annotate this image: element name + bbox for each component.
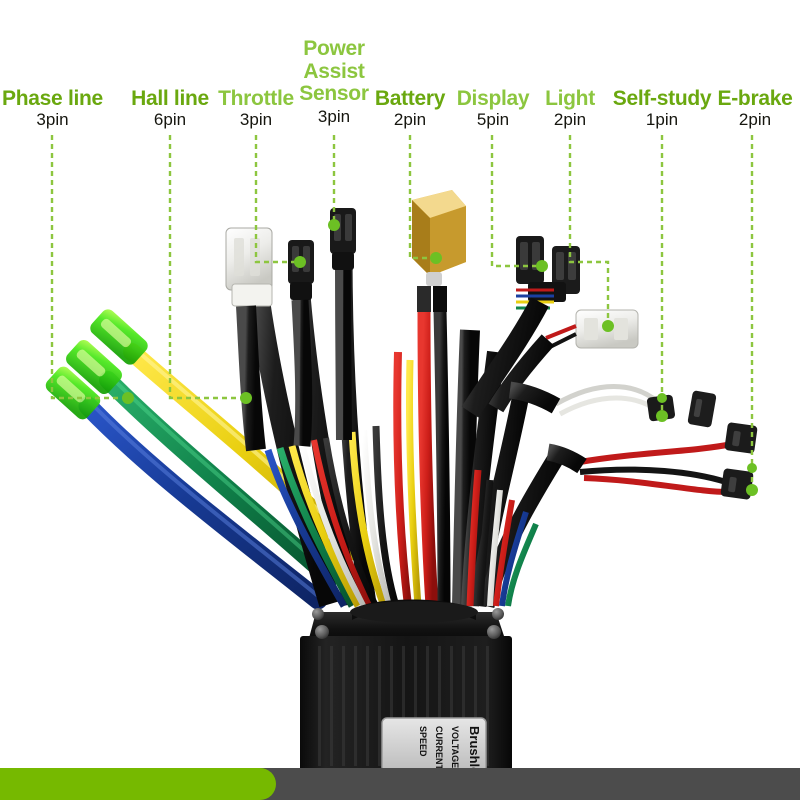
callout-light-pin: 2pin bbox=[553, 110, 587, 129]
leader-throttle bbox=[254, 135, 300, 264]
callout-throttle: Throttle 3pin bbox=[212, 88, 300, 128]
callout-phase-line-name: Phase line bbox=[2, 87, 103, 110]
callout-hall-line-name: Hall line bbox=[131, 87, 209, 110]
callout-battery-name: Battery bbox=[374, 87, 446, 110]
throttle-connector bbox=[288, 240, 314, 447]
callout-power-assist-sensor-pin: 3pin bbox=[317, 107, 351, 127]
callout-phase-line-pin: 3pin bbox=[36, 110, 69, 129]
callout-battery: Battery 2pin bbox=[368, 88, 452, 128]
leader-battery bbox=[408, 135, 436, 260]
callout-light-name: Light bbox=[545, 87, 595, 110]
callout-e-brake-name: E-brake bbox=[717, 87, 793, 110]
leader-phase-line bbox=[50, 135, 128, 400]
phase-spade-yellow bbox=[90, 309, 148, 365]
callout-light: Light 2pin bbox=[538, 88, 602, 128]
callout-power-assist-sensor: Power Assist Sensor 3pin bbox=[296, 37, 372, 127]
hall-connector bbox=[225, 227, 273, 452]
e-brake-connector bbox=[546, 422, 758, 500]
self-study-connector bbox=[508, 381, 717, 428]
leader-endpoint-dots bbox=[122, 219, 758, 496]
callout-phase-line: Phase line 3pin bbox=[0, 88, 105, 128]
callout-power-assist-sensor-name: Power Assist Sensor bbox=[299, 37, 369, 106]
controller-body: Brushless VOLTAGE CURRENT SPEED bbox=[300, 599, 512, 789]
callout-display-name: Display bbox=[456, 87, 530, 110]
callout-throttle-pin: 3pin bbox=[239, 110, 273, 129]
bottom-bar bbox=[0, 768, 800, 800]
callout-hall-line-pin: 6pin bbox=[153, 110, 187, 129]
callout-hall-line: Hall line 6pin bbox=[118, 88, 222, 128]
callout-e-brake-pin: 2pin bbox=[738, 110, 772, 129]
svg-text:SPEED: SPEED bbox=[418, 726, 428, 757]
display-connector bbox=[461, 236, 580, 418]
bottom-bar-accent bbox=[0, 768, 276, 800]
callout-throttle-name: Throttle bbox=[218, 87, 294, 110]
callout-self-study: Self-study 1pin bbox=[604, 88, 720, 128]
leader-hall-line bbox=[168, 135, 246, 400]
svg-text:VOLTAGE: VOLTAGE bbox=[450, 726, 460, 768]
leader-display bbox=[490, 135, 542, 268]
phase-spade-green bbox=[66, 340, 122, 394]
sensor-connector bbox=[330, 208, 356, 441]
callout-battery-pin: 2pin bbox=[393, 110, 427, 129]
callout-e-brake: E-brake 2pin bbox=[710, 88, 800, 128]
battery-connector bbox=[412, 190, 466, 312]
callout-self-study-name: Self-study bbox=[612, 87, 712, 110]
callout-display: Display 5pin bbox=[452, 88, 534, 128]
light-connector bbox=[488, 309, 639, 413]
wire-fan-bundle bbox=[245, 249, 564, 609]
callout-self-study-pin: 1pin bbox=[645, 110, 679, 129]
phase-line-connector-group bbox=[45, 309, 365, 610]
svg-text:CURRENT: CURRENT bbox=[434, 726, 444, 771]
phase-spade-blue bbox=[45, 366, 101, 420]
callout-display-pin: 5pin bbox=[476, 110, 510, 129]
leader-light bbox=[568, 135, 610, 326]
